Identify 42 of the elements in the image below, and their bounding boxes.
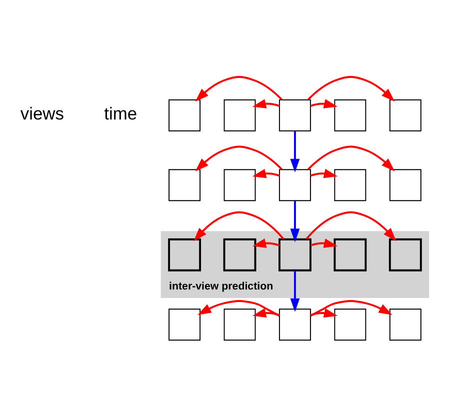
arrow	[307, 145, 395, 171]
arrow	[310, 308, 338, 318]
arrow	[290, 130, 300, 172]
node-box	[334, 308, 366, 340]
arrow	[252, 308, 280, 318]
label: time	[104, 103, 138, 124]
arrow	[195, 145, 282, 171]
arrow	[194, 210, 284, 241]
node-box	[224, 168, 256, 201]
arrow	[307, 75, 395, 102]
arrow	[198, 300, 280, 316]
node-box	[224, 98, 256, 131]
node-box	[334, 238, 367, 271]
arrow	[290, 200, 300, 242]
arrow	[252, 238, 280, 248]
arrow	[252, 168, 280, 178]
node-box	[389, 168, 422, 201]
node-box	[278, 168, 311, 201]
arrow	[310, 98, 338, 108]
arrow	[306, 210, 396, 241]
arrow	[310, 168, 338, 178]
arrow	[195, 75, 282, 102]
node-box	[278, 238, 312, 271]
node-box	[389, 308, 422, 340]
arrow	[290, 270, 300, 312]
label: views	[20, 103, 64, 124]
node-box	[334, 168, 366, 201]
cluster: inter-view prediction	[160, 230, 430, 298]
node-box	[223, 238, 256, 271]
node-box	[388, 238, 422, 271]
node-box	[278, 308, 311, 340]
node-box	[168, 238, 201, 271]
arrow	[310, 238, 338, 248]
node-box	[168, 168, 201, 201]
node-box	[334, 98, 366, 131]
node-box	[168, 308, 201, 340]
node-box	[278, 98, 311, 131]
node-box	[168, 98, 201, 131]
arrow	[252, 98, 280, 108]
node-box	[224, 308, 256, 340]
arrow	[310, 300, 392, 316]
node-box	[389, 98, 422, 131]
